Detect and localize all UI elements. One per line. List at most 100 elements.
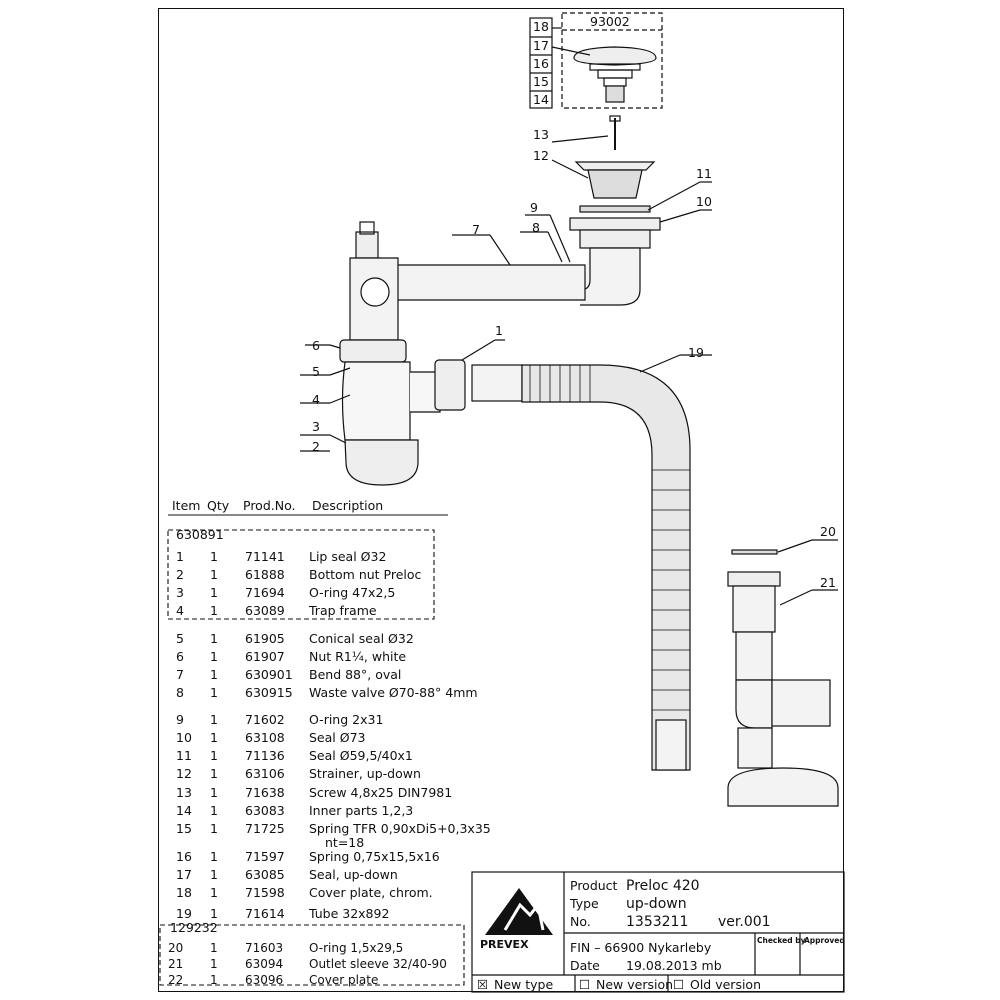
new-version-label: New version xyxy=(596,977,674,992)
row-prod-no: 71638 xyxy=(245,785,285,800)
prevex-logo xyxy=(485,888,553,935)
row-description: Cover plate, chrom. xyxy=(309,885,433,900)
row-prod-no: 61907 xyxy=(245,649,285,664)
row-prod-no: 630901 xyxy=(245,667,293,682)
row-qty: 1 xyxy=(210,785,218,800)
part-number-93002: 93002 xyxy=(590,14,630,29)
row-prod-no: 71603 xyxy=(245,941,284,955)
fin-address: FIN – 66900 Nykarleby xyxy=(570,940,712,955)
row-prod-no: 63096 xyxy=(245,973,284,987)
row-prod-no: 63108 xyxy=(245,730,285,745)
row-qty: 1 xyxy=(210,803,218,818)
callout-11: 11 xyxy=(696,166,712,181)
row-item: 1 xyxy=(176,549,184,564)
row-description: Cover plate xyxy=(309,973,379,987)
approved-label: Approved xyxy=(804,936,845,945)
row-qty: 1 xyxy=(210,973,218,987)
row-qty: 1 xyxy=(210,712,218,727)
row-description: Outlet sleeve 32/40-90 xyxy=(309,957,447,971)
row-item: 3 xyxy=(176,585,184,600)
row-description: Strainer, up-down xyxy=(309,766,421,781)
row-item: 9 xyxy=(176,712,184,727)
row-item: 19 xyxy=(176,906,192,921)
row-description: Seal Ø73 xyxy=(309,730,366,745)
row-description: Seal, up-down xyxy=(309,867,398,882)
row-item: 4 xyxy=(176,603,184,618)
new-type-label: New type xyxy=(494,977,554,992)
row-prod-no: 63085 xyxy=(245,867,285,882)
callout-13: 13 xyxy=(533,127,549,142)
callout-3: 3 xyxy=(312,419,320,434)
callout-10: 10 xyxy=(696,194,712,209)
row-description: Inner parts 1,2,3 xyxy=(309,803,414,818)
header-qty: Qty xyxy=(207,498,230,513)
row-qty: 1 xyxy=(210,603,218,618)
row-qty: 1 xyxy=(210,685,218,700)
row-description: Tube 32x892 xyxy=(309,906,390,921)
row-item: 10 xyxy=(176,730,192,745)
row-qty: 1 xyxy=(210,941,218,955)
row-description: Seal Ø59,5/40x1 xyxy=(309,748,413,763)
row-qty: 1 xyxy=(210,631,218,646)
row-qty: 1 xyxy=(210,821,218,836)
no-value: 1353211 xyxy=(626,914,689,930)
row-description: Bend 88°, oval xyxy=(309,667,402,682)
row-item: 17 xyxy=(176,867,192,882)
callout-9: 9 xyxy=(530,200,538,215)
callout-7: 7 xyxy=(472,222,480,237)
type-value: up-down xyxy=(626,896,687,912)
row-description: O-ring 47x2,5 xyxy=(309,585,396,600)
header-prod-no: Prod.No. xyxy=(243,498,296,513)
new-version-checkbox[interactable]: ☐ xyxy=(579,977,591,992)
callout-14: 14 xyxy=(533,92,549,107)
row-prod-no: 71694 xyxy=(245,585,285,600)
row-item: 14 xyxy=(176,803,192,818)
callout-12: 12 xyxy=(533,148,549,163)
date-value: 19.08.2013 mb xyxy=(626,958,722,973)
row-item: 11 xyxy=(176,748,192,763)
row-item: 20 xyxy=(168,941,184,955)
row-item: 18 xyxy=(176,885,192,900)
product-label: Product xyxy=(570,878,618,893)
row-qty: 1 xyxy=(210,748,218,763)
row-item: 21 xyxy=(168,957,184,971)
type-label: Type xyxy=(570,896,599,911)
callout-4: 4 xyxy=(312,392,320,407)
old-version-checkbox[interactable]: ☐ xyxy=(673,977,685,992)
no-label: No. xyxy=(570,914,591,929)
table-row: 17 1 63085 Seal, up-down xyxy=(0,867,420,882)
row-item: 7 xyxy=(176,667,184,682)
table-row: 20 1 71603 O-ring 1,5x29,5 xyxy=(0,941,420,956)
row-prod-no: 63083 xyxy=(245,803,285,818)
header-description: Description xyxy=(312,498,384,513)
callout-2: 2 xyxy=(312,439,320,454)
date-label: Date xyxy=(570,958,600,973)
row-description: Waste valve Ø70-88° 4mm xyxy=(309,685,478,700)
row-qty: 1 xyxy=(210,867,218,882)
row-qty: 1 xyxy=(210,549,218,564)
row-qty: 1 xyxy=(210,885,218,900)
row-item: 6 xyxy=(176,649,184,664)
row-prod-no: 61905 xyxy=(245,631,285,646)
row-qty: 1 xyxy=(210,849,218,864)
group-label-129232: 129232 xyxy=(170,920,218,935)
new-type-checkbox[interactable]: ☒ xyxy=(477,977,489,992)
callout-18: 18 xyxy=(533,19,549,34)
row-item: 5 xyxy=(176,631,184,646)
row-description: O-ring 1,5x29,5 xyxy=(309,941,404,955)
